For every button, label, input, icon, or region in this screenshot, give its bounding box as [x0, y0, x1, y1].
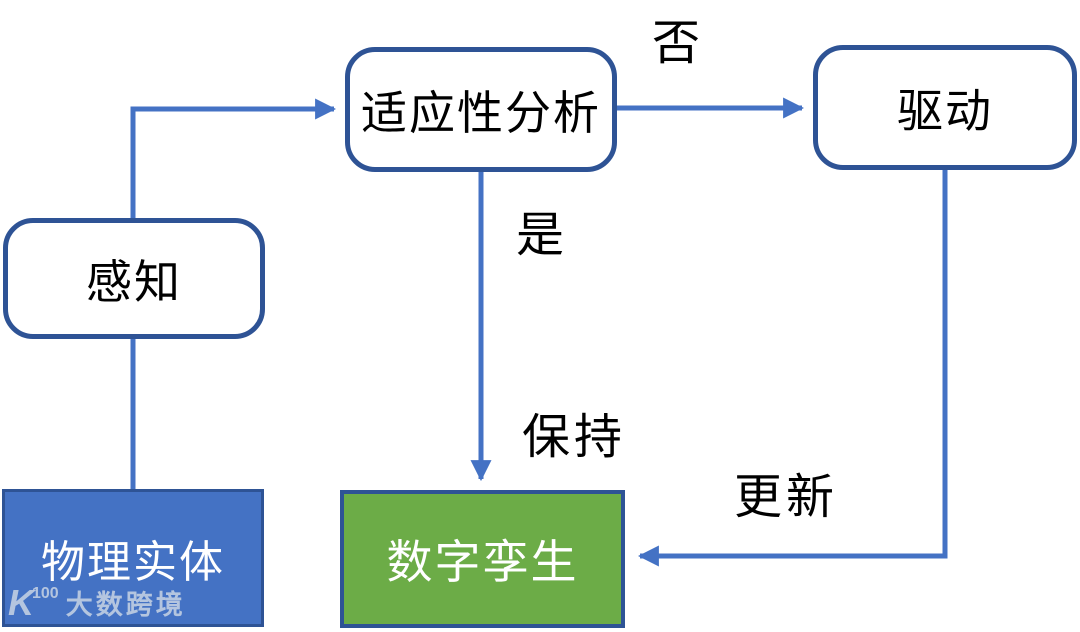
- watermark: K 100 大数跨境: [8, 585, 186, 621]
- watermark-logo-k: K: [8, 582, 34, 623]
- watermark-logo-sup: 100: [32, 585, 59, 602]
- edge-label-no: 否: [652, 17, 705, 70]
- node-drive: 驱动: [813, 45, 1077, 170]
- edge-label-keep: 保持: [522, 411, 627, 464]
- node-perception: 感知: [3, 218, 265, 339]
- node-analysis: 适应性分析: [345, 47, 617, 172]
- edge-perception-analysis: [130, 98, 337, 218]
- node-analysis-label: 适应性分析: [361, 86, 601, 139]
- node-drive-label: 驱动: [897, 84, 993, 137]
- node-physical-entity: 物理实体: [2, 489, 264, 627]
- node-perception-label: 感知: [86, 255, 182, 308]
- watermark-text: 大数跨境: [65, 590, 186, 621]
- node-digital-twin-label: 数字孪生: [386, 536, 579, 588]
- edge-label-yes: 是: [516, 209, 569, 262]
- node-physical-entity-label: 物理实体: [41, 538, 225, 587]
- watermark-logo-icon: K 100: [8, 585, 59, 621]
- edge-drive-twin: [637, 170, 948, 567]
- edge-label-update: 更新: [734, 471, 839, 524]
- node-digital-twin: 数字孪生: [340, 490, 625, 628]
